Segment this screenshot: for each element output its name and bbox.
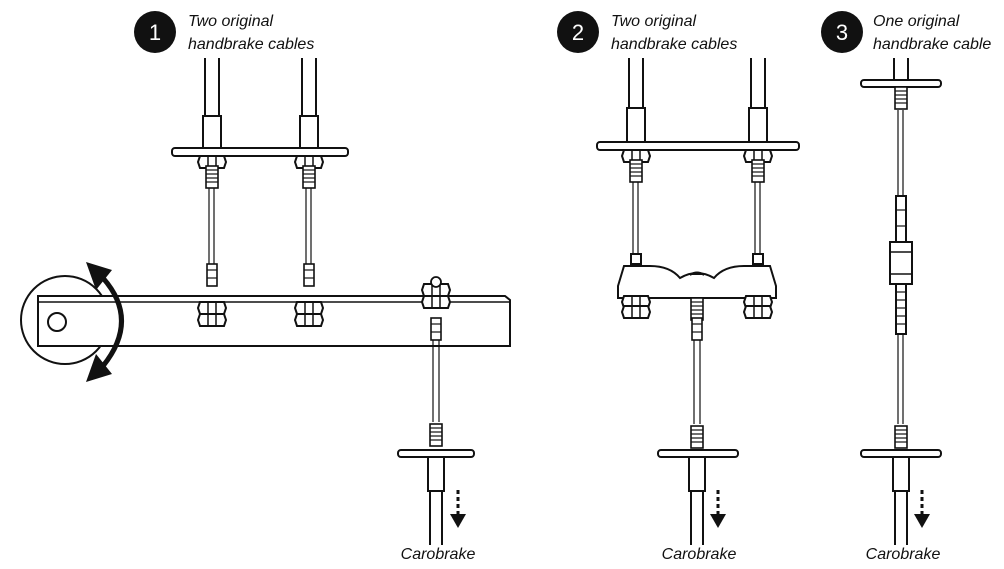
cable-bracket-1 <box>171 147 349 157</box>
carobrake-cable-3 <box>860 334 942 545</box>
panel-1: 1 Two original handbrake cables <box>20 11 511 563</box>
step-badge-1: 1 <box>134 11 176 53</box>
panel-3: 3 One original handbrake cable <box>821 11 991 563</box>
step-number-1: 1 <box>149 20 161 45</box>
panel-2: 2 Two original handbrake cables <box>557 11 800 563</box>
carobrake-cable-2 <box>657 340 739 545</box>
panel-1-bottom-label: Carobrake <box>401 546 476 563</box>
panel-1-label-line2: handbrake cables <box>188 36 314 53</box>
carobrake-cable-1 <box>397 317 475 545</box>
step-number-3: 3 <box>836 20 848 45</box>
lever-bar <box>37 295 511 347</box>
equaliser-yoke <box>617 265 777 299</box>
panel-2-label-line1: Two original <box>611 13 697 30</box>
step-number-2: 2 <box>572 20 584 45</box>
step-badge-2: 2 <box>557 11 599 53</box>
step-badge-3: 3 <box>821 11 863 53</box>
panel-3-bottom-label: Carobrake <box>866 546 941 563</box>
original-cable-left <box>202 58 222 149</box>
original-cable-3 <box>860 58 942 196</box>
panel-3-label-line1: One original <box>873 13 960 30</box>
rotation-arrow-icon <box>86 262 124 382</box>
cable-connector <box>889 195 913 335</box>
panel-1-label-line1: Two original <box>188 13 274 30</box>
cable-bracket-2 <box>596 141 800 151</box>
panel-2-bottom-label: Carobrake <box>662 546 737 563</box>
panel-3-label-line2: handbrake cable <box>873 36 991 53</box>
panel-2-label-line2: handbrake cables <box>611 36 737 53</box>
original-cable-left-2 <box>626 58 646 143</box>
original-cable-right-2 <box>748 58 768 143</box>
original-cable-right <box>299 58 319 149</box>
